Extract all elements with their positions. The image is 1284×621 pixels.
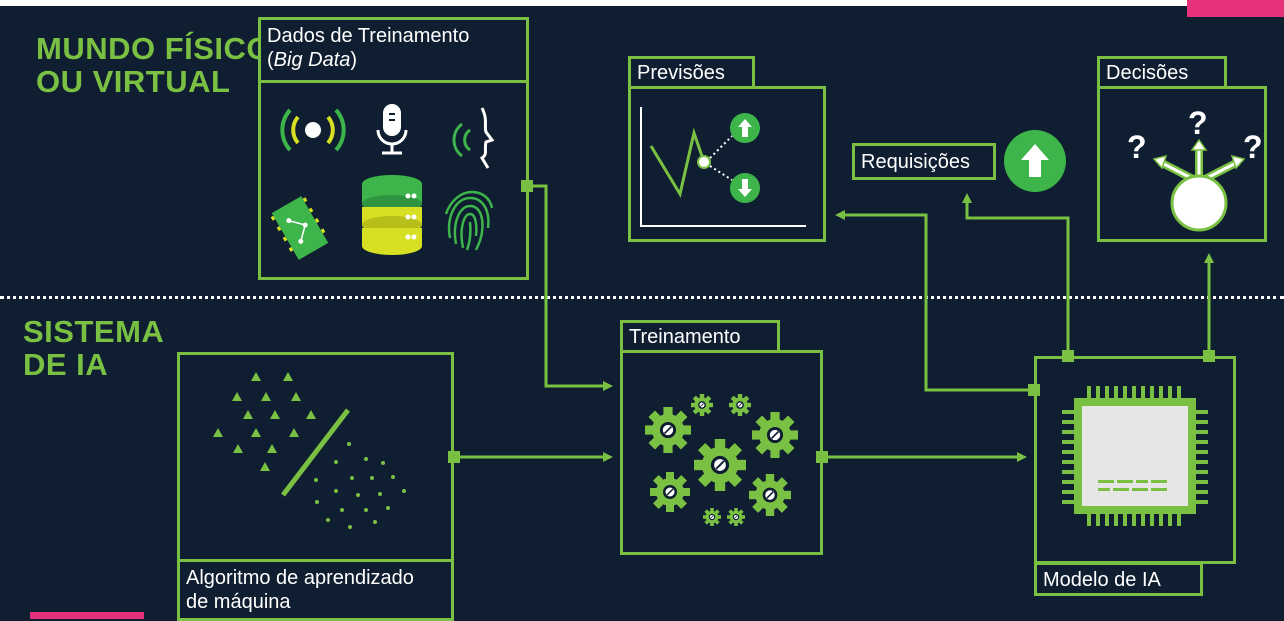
wireless-signal-icon <box>280 108 346 152</box>
connector-model-to-requests <box>962 193 1070 356</box>
predictions-label: Previsões <box>628 56 755 89</box>
decision-node-icon <box>1152 138 1246 232</box>
algorithm-label-line2: de máquina <box>186 591 291 613</box>
microphone-icon <box>376 104 408 155</box>
connector-data-to-training <box>528 184 613 391</box>
section-divider <box>0 296 1284 299</box>
training-data-title: Dados de Treinamento <box>267 25 470 47</box>
voice-icon <box>452 107 495 169</box>
corner-accent-bottom-left <box>30 612 144 619</box>
svg-text:?: ? <box>1127 129 1147 165</box>
connector-model-to-predictions <box>835 210 1034 392</box>
training-data-label: Dados de Treinamento (Big Data) <box>258 17 529 83</box>
decisions-label: Decisões <box>1097 56 1227 89</box>
corner-accent-top-right <box>1187 0 1284 17</box>
circuit-board-icon <box>270 196 329 260</box>
database-icon <box>362 175 422 255</box>
paren-close: ) <box>350 49 358 71</box>
svg-text:?: ? <box>1243 129 1263 165</box>
top-border <box>0 0 1284 6</box>
training-label: Treinamento <box>620 320 780 353</box>
big-data-text: Big Data <box>273 49 351 71</box>
question-mark-icon: ? ? ? <box>1127 105 1263 165</box>
requests-label: Requisições <box>852 143 996 180</box>
fingerprint-icon <box>444 190 494 251</box>
arrow-up-circle-icon <box>730 113 760 143</box>
arrow-up-circle-icon <box>1004 130 1066 192</box>
trend-line-icon <box>640 107 806 227</box>
ai-model-label: Modelo de IA <box>1034 562 1203 596</box>
algorithm-label-line1: Algoritmo de aprendizado <box>186 567 414 589</box>
paren-open: ( <box>267 49 274 71</box>
arrow-down-circle-icon <box>730 173 760 203</box>
section-physical-world: MUNDO FÍSICO OU VIRTUAL <box>36 31 272 99</box>
section-ai-system: SISTEMA DE IA <box>23 314 165 382</box>
svg-text:?: ? <box>1188 105 1208 141</box>
algorithm-label: Algoritmo de aprendizado de máquina <box>177 559 454 621</box>
